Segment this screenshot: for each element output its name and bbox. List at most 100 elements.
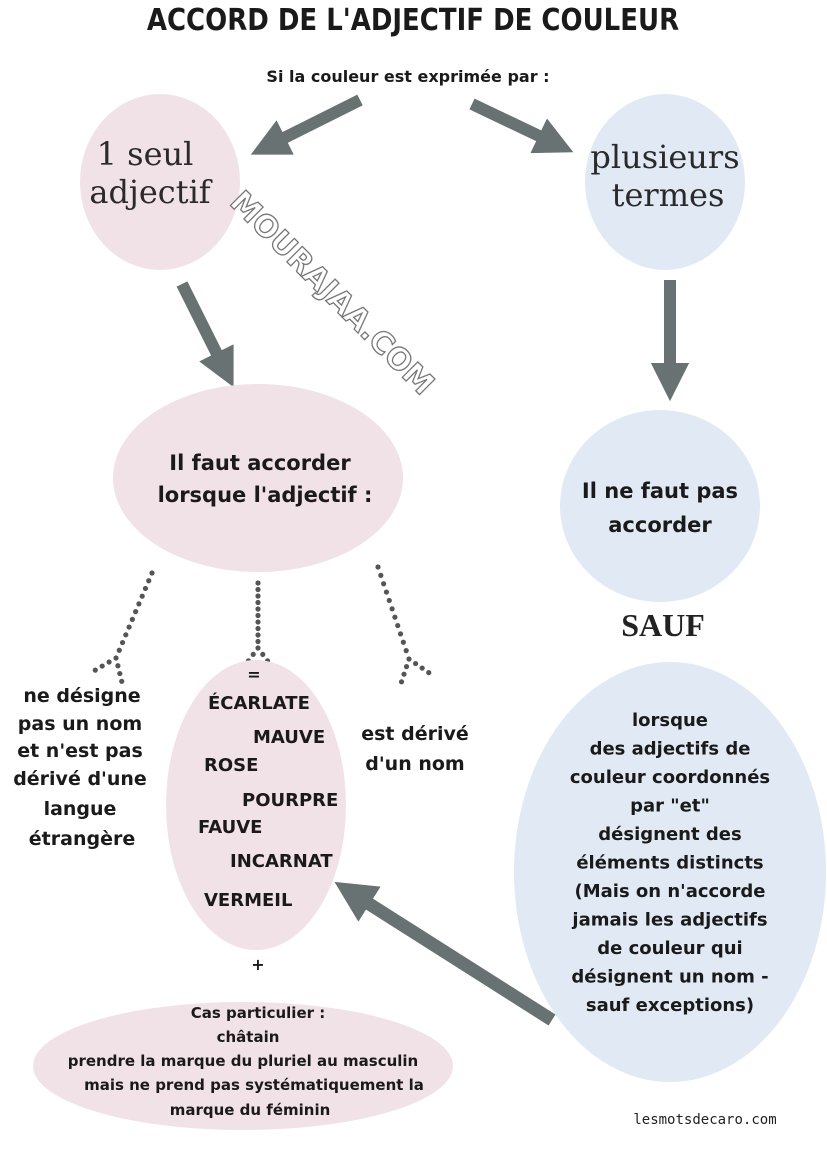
color-word: FAUVE (198, 817, 262, 838)
plus-sign: + (251, 955, 264, 974)
dot (395, 622, 401, 629)
dot (255, 619, 261, 625)
dot (426, 670, 432, 676)
dot (381, 581, 387, 587)
must-agree-line2: lorsque l'adjectif : (158, 483, 373, 507)
dot (106, 659, 112, 665)
color-word: ROSE (204, 755, 258, 776)
dot (255, 645, 261, 651)
credit-link[interactable]: lesmotsdecaro.com (633, 1112, 776, 1128)
exception-line: couleur coordonnés (570, 767, 770, 788)
several-terms-line2: termes (612, 176, 725, 214)
arrow-to-must-agree (176, 281, 234, 388)
exception-text: lorsque des adjectifs de couleur coordonné… (570, 710, 770, 1016)
dot (92, 667, 98, 673)
color-word: MAUVE (253, 727, 325, 748)
dot (412, 660, 419, 667)
right-case-line: d'un nom (365, 753, 464, 775)
arrow-exception-to-colors (334, 881, 556, 1026)
arrow-to-one-adjective (250, 94, 363, 155)
left-case-line: ne désigne (23, 685, 140, 707)
dot (255, 580, 261, 586)
dot (119, 678, 125, 684)
one-adjective-bubble (80, 94, 240, 270)
dot (392, 614, 398, 620)
no-agree-line1: Il ne faut pas (582, 479, 738, 503)
dot (397, 631, 404, 637)
exception-line: (Mais on n'accorde (574, 881, 765, 902)
must-agree-line1: Il faut accorder (169, 451, 351, 475)
dot (375, 564, 381, 570)
dot (136, 601, 142, 607)
special-case-line: prendre la marque du pluriel au masculin (68, 1052, 418, 1070)
dot (149, 570, 155, 576)
watermark: MOURAJAA.COM (223, 184, 441, 402)
color-word: INCARNAT (230, 851, 333, 872)
special-case-bubble (33, 1002, 453, 1130)
dot (255, 593, 261, 599)
dot (400, 639, 406, 645)
dot (255, 586, 261, 593)
dot (119, 639, 126, 646)
dot (126, 624, 132, 630)
dot (389, 606, 395, 612)
color-word: VERMEIL (204, 890, 292, 911)
dot (255, 606, 261, 612)
dotted-arrow-right (375, 564, 432, 685)
dotted-arrow-center (241, 580, 275, 670)
exception-line: éléments distincts (576, 853, 763, 874)
dot (142, 585, 149, 592)
exception-line: jamais les adjectifs (571, 910, 767, 931)
exception-line: des adjectifs de (590, 739, 751, 760)
color-nouns-bubble (166, 660, 346, 950)
page-title: ACCORD DE L'ADJECTIF DE COULEUR (147, 2, 679, 37)
one-adjective-line1: 1 seul (97, 135, 194, 173)
dot (255, 625, 261, 632)
exception-bubble (514, 662, 826, 1082)
dot (139, 593, 145, 599)
special-case-line: châtain (217, 1028, 280, 1046)
must-agree-bubble (113, 384, 403, 572)
dot (398, 679, 405, 685)
left-case-line: langue (44, 798, 117, 820)
dot (383, 589, 390, 595)
dot (401, 671, 407, 677)
several-terms-line1: plusieurs (590, 138, 739, 176)
dot (146, 578, 152, 584)
no-agree-line2: accorder (608, 513, 712, 537)
right-case-line: est dérivé (361, 723, 469, 745)
exception-line: de couleur qui (597, 938, 742, 959)
dot (133, 609, 139, 615)
exception-line: par "et" (630, 796, 710, 817)
exception-line: sauf exceptions) (586, 995, 754, 1016)
left-case-line: étrangère (29, 828, 135, 850)
except-label: SAUF (621, 607, 705, 643)
equals-sign: = (247, 665, 260, 684)
dot (123, 632, 129, 638)
dot (115, 663, 121, 669)
dot (419, 665, 425, 671)
dotted-arrow-left (92, 570, 155, 684)
special-case-line: marque du féminin (170, 1101, 331, 1119)
special-case-line: Cas particulier : (191, 1004, 326, 1022)
left-case-line: et n'est pas (17, 740, 143, 762)
dot (117, 670, 123, 677)
dot (255, 599, 261, 606)
several-terms-bubble (585, 94, 745, 270)
dot (116, 647, 122, 653)
dot (378, 572, 384, 578)
dot (406, 656, 412, 662)
dotted-arrows (92, 564, 432, 685)
subtitle: Si la couleur est exprimée par : (266, 67, 549, 86)
color-word: ÉCARLATE (208, 692, 310, 714)
special-case-line: mais ne prend pas systématiquement la (84, 1076, 424, 1094)
dot (250, 651, 256, 658)
exception-line: lorsque (632, 710, 708, 731)
exception-line: désignent un nom - (571, 967, 768, 988)
dot (99, 663, 105, 669)
dot (255, 638, 261, 645)
left-case-text: ne désigne pas un nom et n'est pas dériv… (13, 685, 147, 850)
dot (403, 648, 409, 654)
